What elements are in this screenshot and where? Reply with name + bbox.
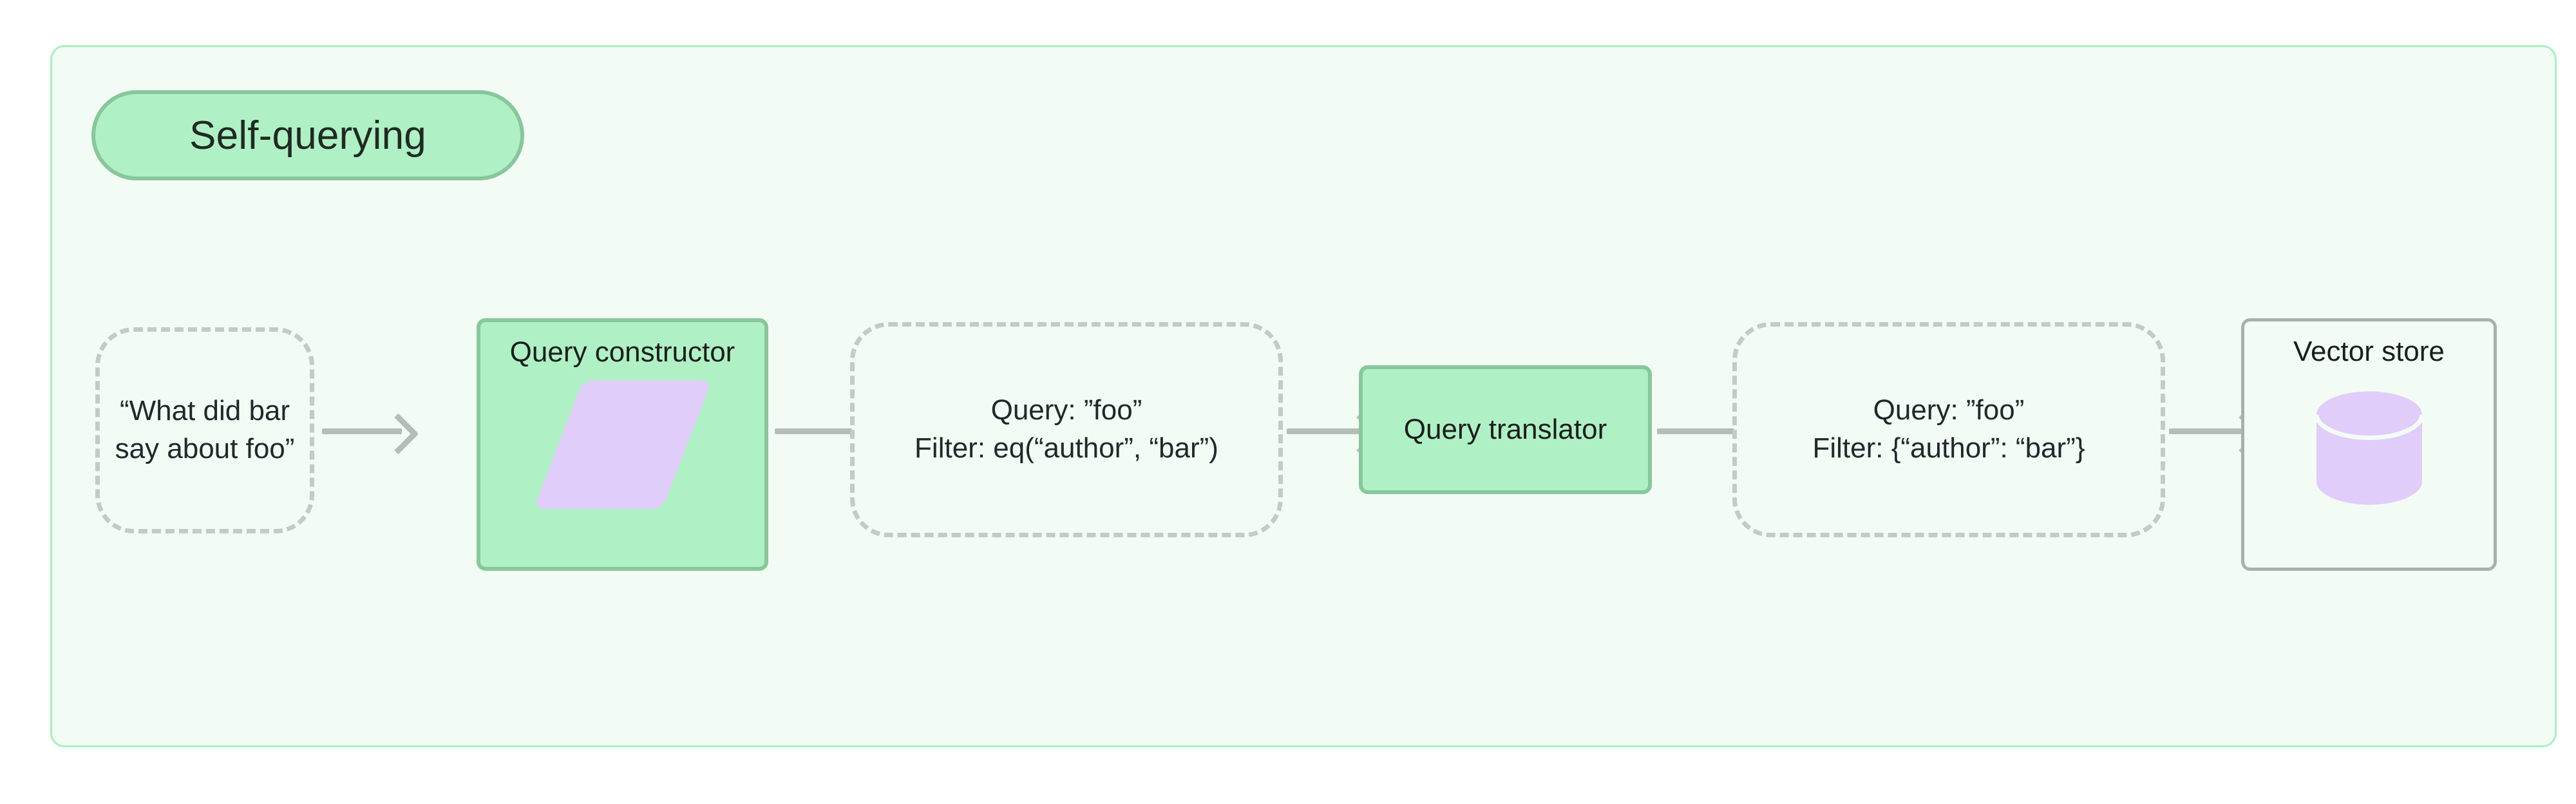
database-cylinder-icon [2314,391,2425,508]
node-vector-store[interactable]: Vector store [2241,318,2497,571]
connector-translated-query-to-vector-store [2169,428,2246,434]
node-structured-query-text: Query: ”foo” Filter: eq(“author”, “bar”) [914,394,1218,464]
node-query-constructor[interactable]: Query constructor [477,318,768,571]
node-query-translator[interactable]: Query translator [1359,365,1652,494]
node-structured-query: Query: ”foo” Filter: eq(“author”, “bar”) [850,322,1283,537]
subgraph-title-label: Self-querying [189,113,426,158]
node-query-translator-label: Query translator [1403,414,1607,445]
node-translated-query-text: Query: ”foo” Filter: {“author”: “bar”} [1812,394,2085,464]
connector-user-question-to-query-constructor [322,428,402,434]
node-vector-store-label: Vector store [2293,336,2445,367]
node-query-constructor-label: Query constructor [509,336,735,368]
node-user-question-text: “What did bar say about foo” [115,395,295,464]
connector-structured-query-to-query-translator [1287,428,1364,434]
node-translated-query: Query: ”foo” Filter: {“author”: “bar”} [1732,322,2165,537]
llm-parallelogram-icon [533,380,712,509]
connector-query-constructor-to-structured-query [775,428,852,434]
connector-query-translator-to-translated-query [1657,428,1734,434]
node-user-question: “What did bar say about foo” [95,327,314,533]
subgraph-title-badge: Self-querying [91,90,524,180]
